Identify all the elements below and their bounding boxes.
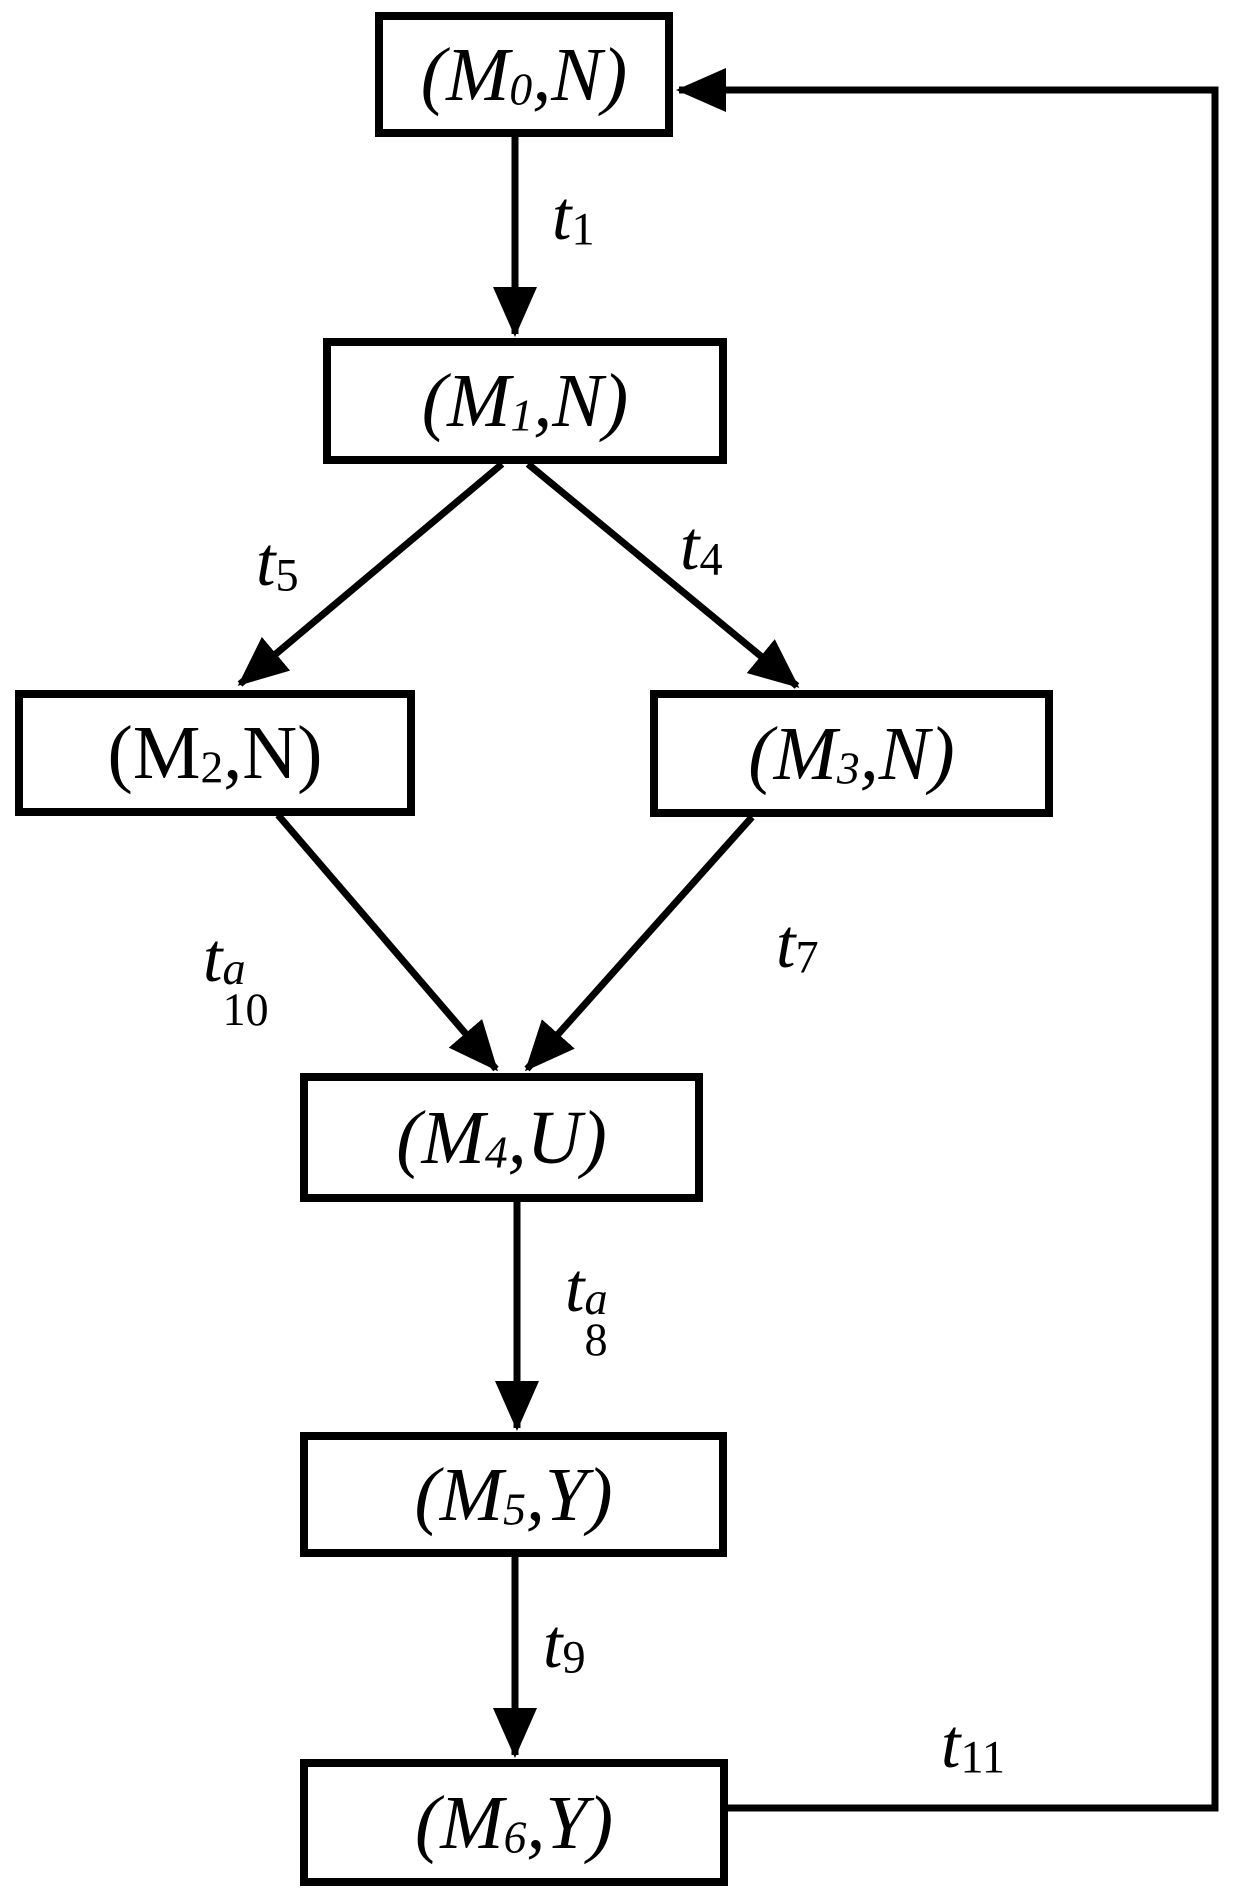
state-label-m5: (M5,Y) <box>414 1452 613 1537</box>
arrow-t5 <box>237 461 505 687</box>
arrow-t10a <box>275 812 499 1072</box>
transition-label-t1: t1 <box>552 178 595 255</box>
state-box-m4: (M4,U) <box>300 1073 703 1202</box>
arrow-t4 <box>525 461 800 689</box>
state-box-m2: (M2,N) <box>15 690 415 816</box>
arrow-t11-loop <box>676 68 1219 1812</box>
state-box-m1: (M1,N) <box>323 338 727 464</box>
state-box-m3: (M3,N) <box>650 690 1053 817</box>
state-box-m5: (M5,Y) <box>300 1432 727 1557</box>
transition-label-t7: t7 <box>776 906 819 983</box>
transition-label-t11: t11 <box>941 1706 1005 1783</box>
transition-label-t4: t4 <box>680 508 723 585</box>
arrow-t7 <box>524 814 755 1072</box>
state-label-m2: (M2,N) <box>107 711 323 795</box>
state-label-m3: (M3,N) <box>748 711 955 796</box>
state-label-m0: (M0,N) <box>420 32 628 117</box>
state-label-m1: (M1,N) <box>421 359 629 443</box>
state-label-m4: (M4,U) <box>396 1095 607 1180</box>
transition-label-t9: t9 <box>543 1606 586 1683</box>
state-box-m6: (M6,Y) <box>300 1759 728 1886</box>
state-label-m6: (M6,Y) <box>415 1780 613 1865</box>
transition-label-t5: t5 <box>256 524 299 601</box>
state-box-m0: (M0,N) <box>375 12 673 137</box>
